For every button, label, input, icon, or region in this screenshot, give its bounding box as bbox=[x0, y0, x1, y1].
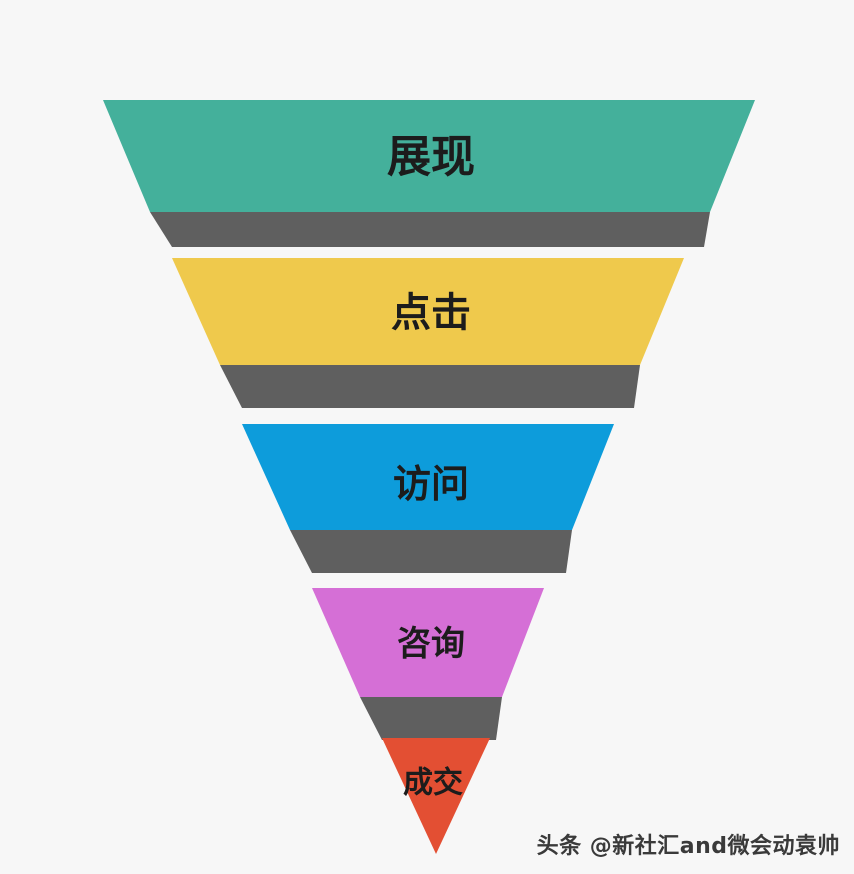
funnel-stage-1-label: 展现 bbox=[387, 132, 475, 183]
funnel-stage-3-label: 访问 bbox=[393, 462, 469, 506]
funnel-stage-4-label: 咨询 bbox=[397, 624, 465, 664]
funnel-stage-5[interactable]: 成交 bbox=[382, 738, 490, 854]
funnel-stage-2[interactable]: 点击 bbox=[172, 258, 684, 365]
funnel-stage-4-shape[interactable] bbox=[312, 588, 544, 697]
funnel-connector-2 bbox=[220, 365, 640, 408]
funnel-stage-3-shape[interactable] bbox=[242, 424, 614, 530]
funnel-connector-1 bbox=[150, 212, 710, 247]
funnel-stage-5-label: 成交 bbox=[403, 766, 463, 801]
funnel-stage-4[interactable]: 咨询 bbox=[312, 588, 544, 697]
funnel-stage-1-shape[interactable] bbox=[103, 100, 755, 212]
funnel-connector-3 bbox=[290, 530, 572, 573]
watermark-text: 头条 @新社汇and微会动袁帅 bbox=[536, 834, 840, 859]
funnel-stage-2-shape[interactable] bbox=[172, 258, 684, 365]
funnel-connector-4 bbox=[360, 697, 502, 740]
funnel-stage-2-label: 点击 bbox=[391, 290, 471, 336]
funnel-stage-1[interactable]: 展现 bbox=[103, 100, 755, 212]
funnel-stage-3[interactable]: 访问 bbox=[242, 424, 614, 530]
funnel-stage-5-shape[interactable] bbox=[382, 738, 490, 854]
